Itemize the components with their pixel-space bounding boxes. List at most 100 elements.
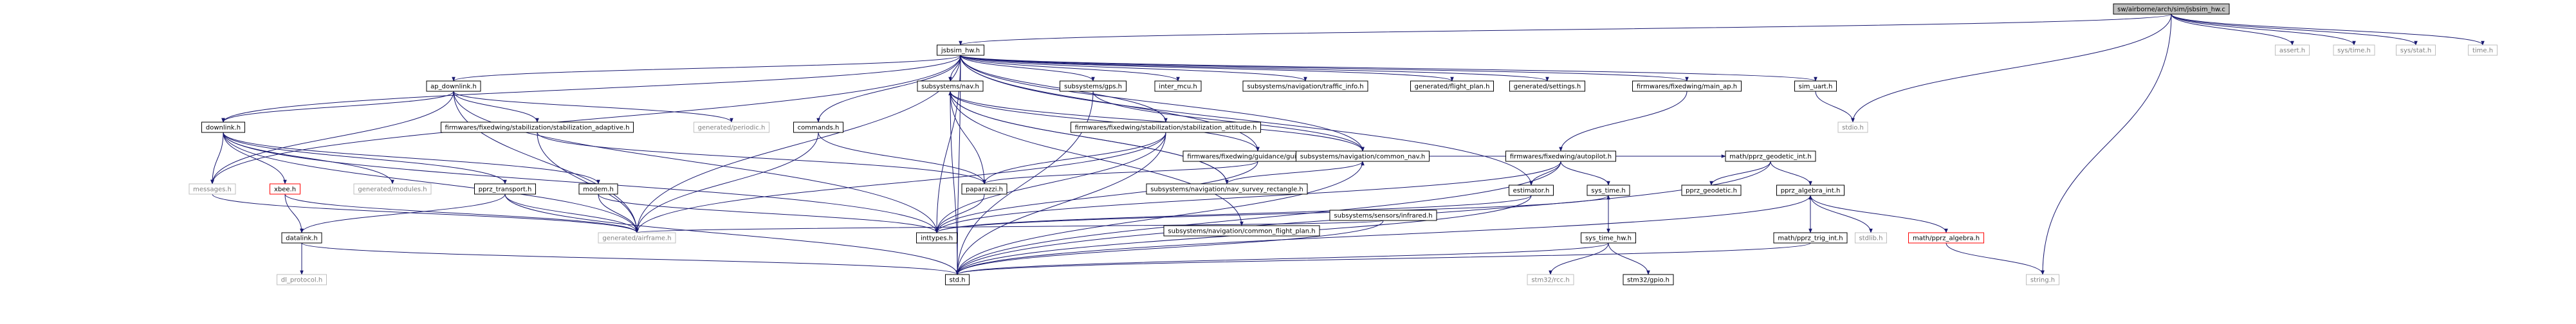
node-label: std.h	[950, 277, 966, 284]
node-box	[1908, 232, 1984, 244]
node-box	[2113, 3, 2230, 15]
node-box	[441, 122, 634, 133]
node-pprz_geodetic[interactable]: pprz_geodetic.h	[1681, 184, 1742, 196]
node-downlink[interactable]: downlink.h	[201, 122, 245, 133]
node-sim_uart[interactable]: sim_uart.h	[1794, 80, 1837, 92]
node-label: xbee.h	[274, 186, 296, 194]
edge-stab_attitude-to-paparazzi	[982, 132, 1166, 184]
node-common_flight_plan[interactable]: subsystems/navigation/common_flight_plan…	[1163, 225, 1320, 237]
node-inttypes[interactable]: inttypes.h	[916, 232, 957, 244]
node-estimator[interactable]: estimator.h	[1509, 184, 1554, 196]
edge-autopilot-to-estimator	[1529, 161, 1561, 186]
node-time[interactable]: time.h	[2468, 44, 2498, 56]
node-datalink[interactable]: datalink.h	[281, 232, 322, 244]
edge-stab_attitude-to-inttypes	[935, 132, 1166, 233]
edge-jsbsim_hw-to-commands	[816, 55, 961, 123]
node-string[interactable]: string.h	[2026, 274, 2059, 285]
node-messages[interactable]: messages.h	[189, 183, 236, 195]
edge-jsbsim_hw-to-subsystems_gps	[960, 55, 1095, 82]
node-stdlib[interactable]: stdlib.h	[1855, 232, 1887, 244]
node-sysstat[interactable]: sys/stat.h	[2396, 44, 2436, 56]
node-infrared[interactable]: subsystems/sensors/infrared.h	[1329, 210, 1437, 221]
edge-stab_adaptive-to-airframe	[537, 132, 639, 233]
node-settings[interactable]: generated/settings.h	[1509, 80, 1585, 92]
node-box	[961, 183, 1007, 195]
edge-stab_attitude-to-std	[955, 132, 1166, 275]
node-stdio[interactable]: stdio.h	[1837, 122, 1868, 133]
edge-infrared-to-std	[955, 220, 1384, 275]
node-sys_time[interactable]: sys_time.h	[1587, 184, 1630, 196]
node-std[interactable]: std.h	[945, 274, 970, 285]
edge-nav_survey_rect-to-subsystems_nav	[948, 91, 1228, 184]
node-label: subsystems/sensors/infrared.h	[1334, 213, 1432, 220]
node-box	[1725, 150, 1816, 162]
node-periodic[interactable]: generated/periodic.h	[694, 122, 769, 133]
edge-subsystems_nav-to-guidance_v	[950, 91, 1260, 152]
node-pprz_transport[interactable]: pprz_transport.h	[474, 183, 536, 195]
node-dl_protocol[interactable]: dl_protocol.h	[277, 274, 327, 285]
node-pprz_geodetic_int[interactable]: math/pprz_geodetic_int.h	[1725, 150, 1816, 162]
node-nav_survey_rect[interactable]: subsystems/navigation/nav_survey_rectang…	[1146, 183, 1308, 195]
node-subsystems_gps[interactable]: subsystems/gps.h	[1060, 80, 1127, 92]
node-main_ap[interactable]: firmwares/fixedwing/main_ap.h	[1632, 80, 1742, 92]
node-box	[281, 232, 322, 244]
node-commands[interactable]: commands.h	[793, 122, 843, 133]
node-label: firmwares/fixedwing/autopilot.h	[1510, 154, 1612, 161]
node-stm32_gpio[interactable]: stm32/gpio.h	[1623, 274, 1674, 285]
edge-messages-to-airframe	[212, 194, 639, 233]
edge-jsbsim_hw-to-airframe	[635, 55, 961, 233]
node-pprz_trig_int[interactable]: math/pprz_trig_int.h	[1773, 232, 1848, 244]
edge-commands-to-airframe	[635, 132, 819, 233]
edge-jsbsim_hw-to-sim_uart	[960, 55, 1817, 82]
edge-pprz_transport-to-datalink	[300, 194, 506, 233]
node-stm32_rcc[interactable]: stm32/rcc.h	[1527, 274, 1574, 285]
node-box	[1794, 80, 1837, 92]
node-pprz_algebra_int[interactable]: pprz_algebra_int.h	[1776, 184, 1845, 196]
node-common_nav[interactable]: subsystems/navigation/common_nav.h	[1296, 150, 1430, 162]
node-box	[1681, 184, 1742, 196]
node-label: generated/flight_plan.h	[1415, 84, 1490, 91]
node-pprz_algebra[interactable]: math/pprz_algebra.h	[1908, 232, 1984, 244]
node-sys_time_hw[interactable]: sys_time_hw.h	[1581, 232, 1636, 244]
node-box	[201, 122, 245, 133]
node-autopilot[interactable]: firmwares/fixedwing/autopilot.h	[1505, 150, 1616, 162]
node-label: sw/airborne/arch/sim/jsbsim_hw.c	[2117, 6, 2225, 14]
node-paparazzi[interactable]: paparazzi.h	[961, 183, 1007, 195]
node-assert[interactable]: assert.h	[2275, 44, 2310, 56]
edge-infrared-to-airframe	[635, 220, 1384, 233]
node-label: stm32/gpio.h	[1627, 277, 1670, 284]
edge-downlink-to-airframe	[223, 132, 639, 233]
node-root[interactable]: sw/airborne/arch/sim/jsbsim_hw.c	[2113, 3, 2230, 15]
edge-subsystems_gps-to-common_nav	[1092, 91, 1365, 152]
node-label: subsystems/gps.h	[1064, 84, 1122, 91]
node-airframe[interactable]: generated/airframe.h	[598, 232, 676, 244]
node-flight_plan[interactable]: generated/flight_plan.h	[1410, 80, 1494, 92]
node-box	[2396, 44, 2436, 56]
edge-root-to-string	[2041, 14, 2172, 275]
node-jsbsim_hw[interactable]: jsbsim_hw.h	[937, 44, 984, 56]
node-inter_mcu[interactable]: inter_mcu.h	[1154, 80, 1202, 92]
node-ap_downlink[interactable]: ap_downlink.h	[426, 80, 481, 92]
node-box	[1527, 274, 1574, 285]
node-box	[1509, 80, 1585, 92]
edge-jsbsim_hw-to-settings	[960, 55, 1549, 82]
node-box	[1154, 80, 1202, 92]
node-xbee[interactable]: xbee.h	[270, 183, 300, 195]
node-label: sys_time_hw.h	[1585, 235, 1632, 242]
node-stab_attitude[interactable]: firmwares/fixedwing/stabilization/stabil…	[1071, 122, 1261, 133]
node-systime[interactable]: sys/time.h	[2333, 44, 2375, 56]
edge-autopilot-to-std	[955, 161, 1561, 275]
node-box	[2026, 274, 2059, 285]
node-modules[interactable]: generated/modules.h	[353, 183, 432, 195]
edge-jsbsim_hw-to-main_ap	[960, 55, 1689, 82]
node-box	[353, 183, 432, 195]
node-box	[1855, 232, 1887, 244]
node-label: stm32/rcc.h	[1531, 277, 1569, 284]
edge-pprz_algebra_int-to-pprz_algebra	[1810, 195, 1948, 233]
edge-subsystems_nav-to-std	[950, 91, 959, 275]
node-subsystems_nav[interactable]: subsystems/nav.h	[917, 80, 984, 92]
node-traffic_info[interactable]: subsystems/navigation/traffic_info.h	[1242, 80, 1368, 92]
edge-jsbsim_hw-to-traffic_info	[960, 55, 1307, 82]
node-stab_adaptive[interactable]: firmwares/fixedwing/stabilization/stabil…	[441, 122, 634, 133]
node-modem[interactable]: modem.h	[578, 183, 618, 195]
